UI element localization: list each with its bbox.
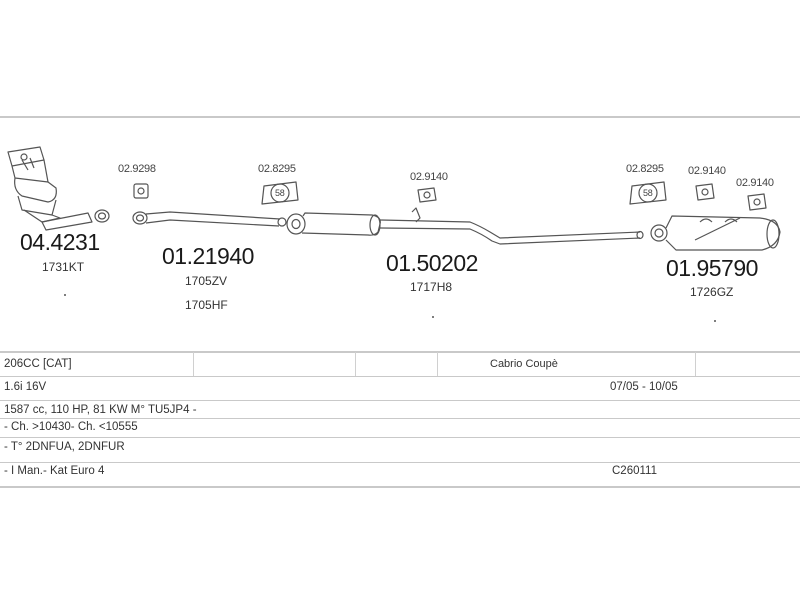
rubber-mount-drawing-3 [695,183,715,201]
part-ref-front-pipe-1: 1705ZV [185,274,228,288]
middle-silencer-drawing [286,207,644,245]
dot-3 [714,320,716,322]
part-number-middle: 01.50202 [386,250,478,276]
spec-engine: 1.6i 16V [4,381,47,393]
part-number-rear: 01.95790 [666,255,758,281]
spec-rule-7 [0,486,800,488]
spec-rule-5 [0,437,800,438]
accessory-code-5: 02.9140 [688,165,726,177]
rear-silencer-drawing [650,215,781,251]
spec-rule-1 [0,351,800,353]
part-ref-cat: 1731KT [42,260,85,274]
clamp-drawing-2 [629,181,667,205]
dot-1 [64,294,66,296]
part-ref-rear: 1726GZ [690,285,734,299]
spec-code: C260111 [612,465,657,477]
spec-col-3 [437,352,438,376]
clamp-drawing-1 [261,181,299,205]
rubber-mount-drawing-2 [417,187,437,203]
spec-col-2 [355,352,356,376]
top-rule [0,116,800,118]
accessory-code-4: 02.8295 [626,163,664,175]
spec-model: 206CC [CAT] [4,358,72,370]
catalytic-converter-drawing [7,146,110,231]
accessory-code-6: 02.9140 [736,177,774,189]
spec-rule-4 [0,418,800,419]
spec-col-4 [695,352,696,376]
spec-chassis: - Ch. >10430- Ch. <10555 [4,421,138,433]
spec-rule-2 [0,376,800,377]
spec-col-1 [193,352,194,376]
clamp-badge-2: 58 [643,188,653,198]
spec-rule-3 [0,400,800,401]
accessory-code-1: 02.9298 [118,163,156,175]
exhaust-diagram [7,146,781,251]
rubber-mount-drawing-4 [747,193,767,211]
accessory-code-3: 02.9140 [410,171,448,183]
spec-type: - T° 2DNFUA, 2DNFUR [4,441,125,453]
front-pipe-drawing [132,211,287,227]
part-number-cat: 04.4231 [20,229,100,255]
part-ref-middle: 1717H8 [410,280,453,294]
spec-dates: 07/05 - 10/05 [610,381,678,393]
part-ref-front-pipe-2: 1705HF [185,298,228,312]
part-number-front-pipe: 01.21940 [162,243,254,269]
clamp-badge-1: 58 [275,188,285,198]
spec-gearbox: - I Man.- Kat Euro 4 [4,465,105,477]
spec-rule-6 [0,462,800,463]
spec-power: 1587 cc, 110 HP, 81 KW M° TU5JP4 - [4,404,197,416]
accessory-code-2: 02.8295 [258,163,296,175]
rubber-mount-drawing-1 [133,183,149,199]
spec-body: Cabrio Coupè [490,358,558,370]
dot-2 [432,316,434,318]
